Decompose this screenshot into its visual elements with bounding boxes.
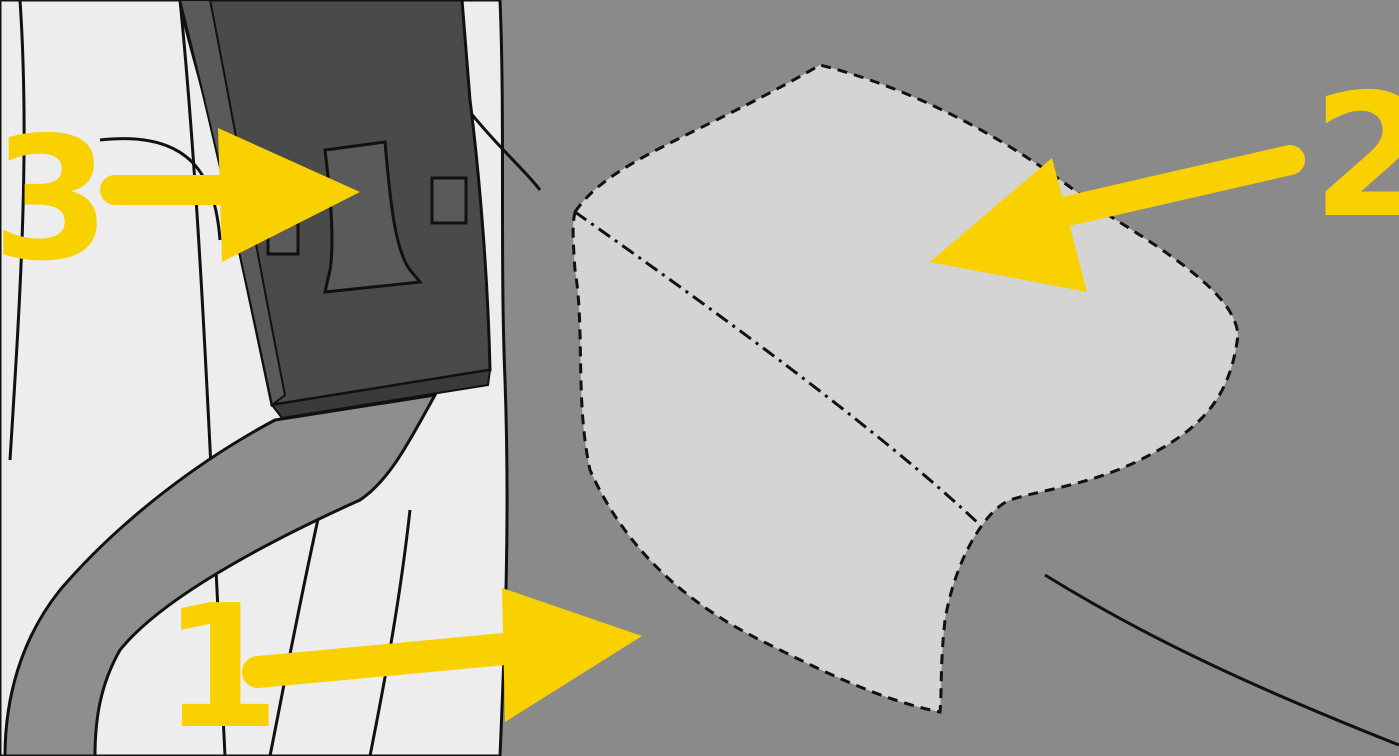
callout-1-number: 1 [162,569,280,756]
callout-3-number: 3 [0,101,110,299]
latch-slot [432,178,466,223]
callout-2-number: 2 [1312,58,1399,256]
